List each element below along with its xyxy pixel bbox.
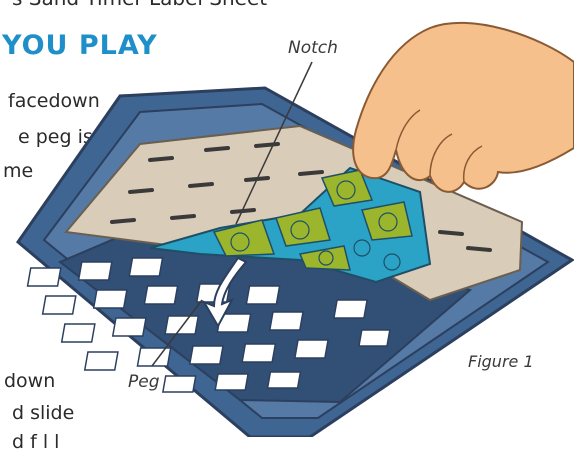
tray-illustration xyxy=(0,0,574,437)
hand-illustration xyxy=(353,23,574,192)
peg-callout-label: Peg xyxy=(128,372,160,392)
figure-caption: Figure 1 xyxy=(468,352,534,371)
notch-callout-label: Notch xyxy=(288,38,338,58)
